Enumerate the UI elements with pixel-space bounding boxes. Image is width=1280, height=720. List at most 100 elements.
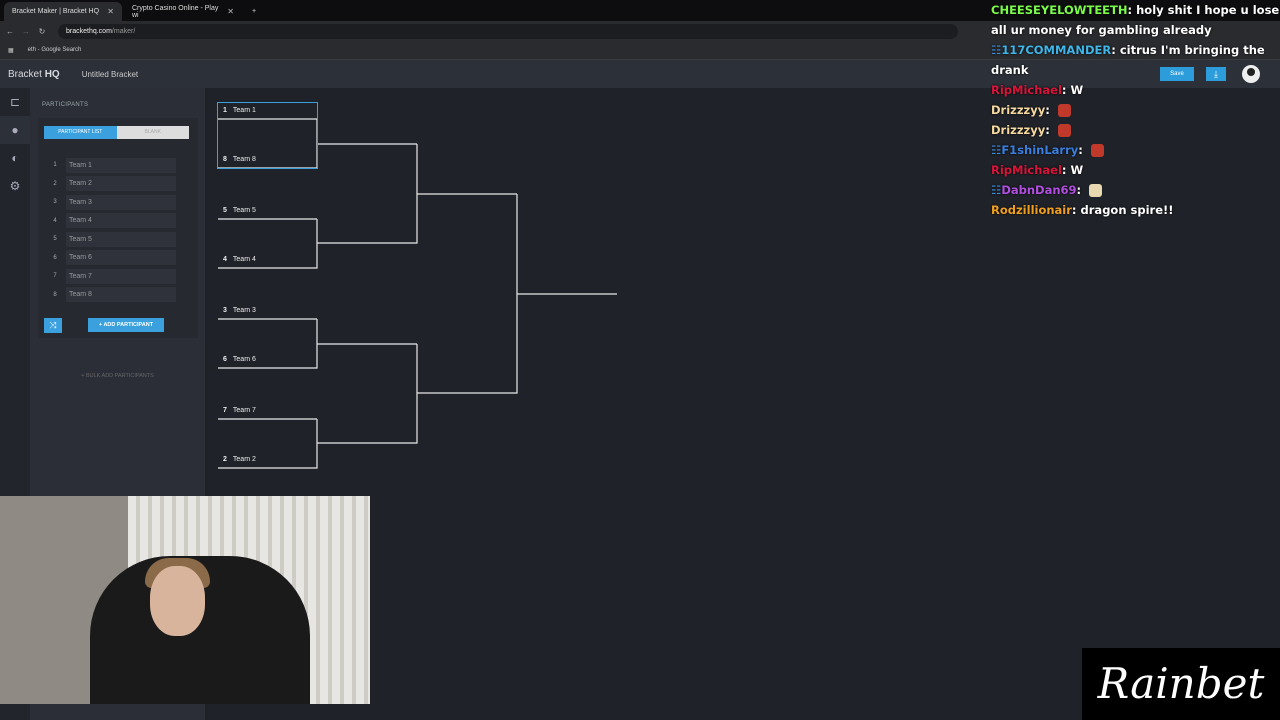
url-input[interactable]: brackethq.com/maker/ (58, 23, 958, 39)
team-name: Team 6 (232, 356, 256, 363)
save-button[interactable]: Save (1160, 67, 1194, 81)
add-participant-button[interactable]: + ADD PARTICIPANT (88, 318, 164, 332)
chat-message: Drizzzyy: (985, 100, 1280, 120)
seed-number: 2 (53, 180, 57, 187)
close-icon[interactable]: ✕ (227, 7, 234, 16)
seed-number: 5 (53, 236, 57, 243)
new-tab-button[interactable]: + (252, 8, 257, 15)
bookmarks-bar: ▦ eth - Google Search (0, 41, 1280, 60)
bulk-add-link[interactable]: + BULK ADD PARTICIPANTS (81, 373, 154, 379)
participants-icon[interactable]: ● (0, 116, 30, 144)
team-name: Team 1 (232, 107, 256, 114)
chat-username: Drizzzyy (991, 103, 1046, 117)
bracket-title[interactable]: Untitled Bracket (81, 69, 139, 79)
chat-message: Drizzzyy: (985, 120, 1280, 140)
webcam-overlay (0, 496, 370, 704)
chat-text: W (1070, 83, 1084, 97)
selected-match[interactable] (217, 102, 318, 169)
subscriber-badge-icon: ☷ (991, 43, 1002, 57)
forward-icon[interactable]: → (22, 26, 30, 36)
panel-title: PARTICIPANTS (42, 102, 89, 108)
bracket-team-slot[interactable]: 7 Team 7 (223, 407, 256, 414)
seed-number: 7 (53, 273, 57, 280)
chat-username: RipMichael (991, 163, 1062, 177)
close-icon[interactable]: ✕ (107, 7, 114, 16)
seed-number: 3 (223, 307, 227, 314)
participant-row: 1 Team 1 (44, 156, 176, 175)
gear-icon[interactable]: ⚙ (9, 179, 21, 193)
tab-bracket-maker[interactable]: Bracket Maker | Bracket HQ✕ (4, 2, 122, 21)
participant-name-input[interactable]: Team 8 (66, 287, 176, 303)
tab-blank[interactable]: BLANK (116, 126, 189, 139)
stream-chat-overlay: CHEESEYELOWTEETH: holy shit I hope u los… (985, 0, 1280, 220)
seed-number: 5 (223, 207, 227, 214)
tab-label: Crypto Casino Online - Play wi (132, 4, 219, 19)
brand-logo[interactable]: Bracket HQ (8, 68, 60, 80)
participant-name-input[interactable]: Team 6 (66, 250, 176, 266)
seed-number: 1 (53, 162, 57, 169)
address-bar-row: ← → ↻ brackethq.com/maker/ (0, 21, 1280, 41)
back-icon[interactable]: ← (6, 26, 14, 36)
participant-name-input[interactable]: Team 4 (66, 213, 176, 229)
team-name: Team 8 (232, 156, 256, 163)
participant-name-input[interactable]: Team 2 (66, 176, 176, 192)
team-name: Team 3 (232, 307, 256, 314)
chat-username: Rodzillionair (991, 203, 1072, 217)
chat-username: F1shinLarry (1001, 143, 1079, 157)
shuffle-button[interactable]: ⤨ (44, 318, 62, 333)
seed-number: 8 (223, 156, 227, 163)
bracket-team-slot[interactable]: 8 Team 8 (223, 156, 256, 163)
team-name: Team 4 (232, 256, 256, 263)
seed-number: 1 (223, 107, 227, 114)
seed-number: 4 (53, 217, 57, 224)
download-icon[interactable]: ⤓ (1206, 67, 1226, 81)
chat-message: RipMichael: W (991, 163, 1084, 177)
chat-message: ☷F1shinLarry: (985, 140, 1280, 160)
subscriber-badge-icon: ☷ (991, 143, 1002, 157)
participant-name-input[interactable]: Team 5 (66, 231, 176, 247)
avatar[interactable] (1242, 65, 1260, 83)
app-header: Bracket HQ Untitled Bracket (0, 60, 1280, 88)
participant-name-input[interactable]: Team 7 (66, 268, 176, 284)
face-emote-icon (1057, 124, 1071, 137)
reload-icon[interactable]: ↻ (38, 26, 46, 36)
browser-tab-bar: Bracket Maker | Bracket HQ✕ Crypto Casin… (0, 0, 1280, 21)
chat-message: Rodzillionair: dragon spire!! (991, 203, 1174, 217)
rainbet-logo: Rainbet (1082, 648, 1280, 720)
chat-username: 117COMMANDER (1001, 43, 1112, 57)
chat-text: dragon spire!! (1080, 203, 1174, 217)
apps-icon[interactable]: ▦ (8, 47, 14, 54)
bracket-icon[interactable]: ⊏ (9, 95, 21, 109)
participant-row: 7 Team 7 (44, 267, 176, 286)
chat-username: CHEESEYELOWTEETH (991, 3, 1128, 17)
seed-number: 7 (223, 407, 227, 414)
bracket-team-slot[interactable]: 1 Team 1 (223, 107, 256, 114)
chat-username: Drizzzyy (991, 123, 1046, 137)
participant-row: 5 Team 5 (44, 230, 176, 249)
url-path: /maker/ (111, 27, 136, 35)
tab-participant-list[interactable]: PARTICIPANT LIST (44, 126, 117, 139)
chat-text: citrus I'm bringing the drank (991, 43, 1265, 77)
participant-name-input[interactable]: Team 3 (66, 194, 176, 210)
tab-crypto-casino[interactable]: Crypto Casino Online - Play wi ✕ (124, 2, 242, 21)
team-name: Team 7 (232, 407, 256, 414)
seed-number: 6 (53, 254, 57, 261)
bracket-team-slot[interactable]: 3 Team 3 (223, 307, 256, 314)
participant-name-input[interactable]: Team 1 (66, 157, 176, 173)
chat-message: ☷DabnDan69: (985, 180, 1280, 200)
seed-number: 3 (53, 199, 57, 206)
bookmark-eth[interactable]: eth - Google Search (27, 47, 82, 53)
chat-text: W (1070, 163, 1084, 177)
skull-emote-icon (1089, 184, 1103, 197)
participant-row: 3 Team 3 (44, 193, 176, 212)
bracket-team-slot[interactable]: 5 Team 5 (223, 207, 256, 214)
team-name: Team 5 (232, 207, 256, 214)
chat-text: holy shit I hope u lose all ur money for… (991, 3, 1280, 37)
palette-icon[interactable]: ◐ (11, 151, 19, 165)
